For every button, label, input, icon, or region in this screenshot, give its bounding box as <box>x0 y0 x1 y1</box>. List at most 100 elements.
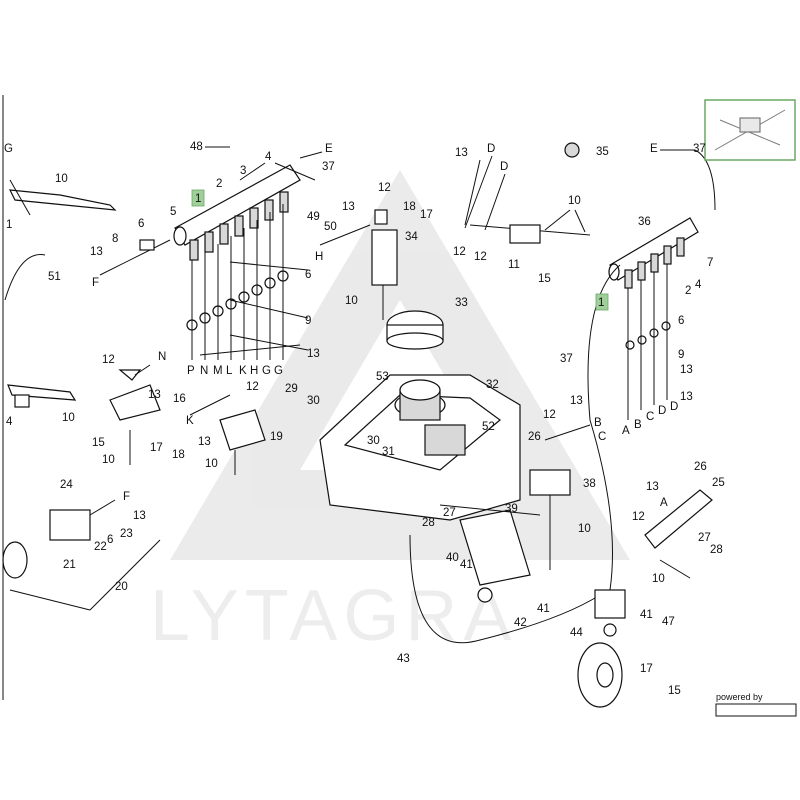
callout[interactable]: 37 <box>693 143 706 155</box>
callout[interactable]: 30 <box>307 395 320 407</box>
callout[interactable]: 33 <box>455 297 468 309</box>
callout[interactable]: 37 <box>322 161 335 173</box>
callout[interactable]: 40 <box>446 552 459 564</box>
callout[interactable]: C <box>598 431 606 443</box>
callout[interactable]: 1 <box>6 219 12 231</box>
callout[interactable]: 10 <box>345 295 358 307</box>
callout[interactable]: 2 <box>685 285 691 297</box>
callout[interactable]: D <box>658 405 666 417</box>
callout[interactable]: 11 <box>508 259 520 271</box>
callout[interactable]: 1 <box>195 193 201 205</box>
callout[interactable]: 22 <box>94 541 107 553</box>
callout[interactable]: 8 <box>112 233 118 245</box>
callout[interactable]: 17 <box>150 442 163 454</box>
callout[interactable]: M <box>213 365 223 377</box>
callout[interactable]: 12 <box>102 354 115 366</box>
callout[interactable]: 23 <box>120 528 133 540</box>
callout[interactable]: 10 <box>568 195 581 207</box>
callout[interactable]: 24 <box>60 479 73 491</box>
callout[interactable]: 41 <box>537 603 550 615</box>
callout[interactable]: 18 <box>172 449 185 461</box>
callout[interactable]: 10 <box>205 458 218 470</box>
callout[interactable]: 35 <box>596 146 609 158</box>
callout[interactable]: 16 <box>173 393 186 405</box>
callout[interactable]: N <box>200 365 208 377</box>
callout[interactable]: 18 <box>403 201 416 213</box>
callout[interactable]: 6 <box>305 269 311 281</box>
callout[interactable]: 10 <box>55 173 68 185</box>
callout[interactable]: 13 <box>307 348 320 360</box>
callout[interactable]: 12 <box>632 511 645 523</box>
callout[interactable]: 29 <box>285 383 298 395</box>
callout[interactable]: 13 <box>646 481 659 493</box>
callout[interactable]: L <box>226 365 233 377</box>
callout[interactable]: G <box>262 365 271 377</box>
callout[interactable]: 13 <box>133 510 146 522</box>
callout[interactable]: 12 <box>378 182 391 194</box>
callout[interactable]: 19 <box>270 431 283 443</box>
callout[interactable]: 32 <box>486 379 499 391</box>
callout[interactable]: 49 <box>307 211 320 223</box>
callout[interactable]: 47 <box>662 616 675 628</box>
callout[interactable]: 43 <box>397 653 410 665</box>
callout[interactable]: A <box>660 497 668 509</box>
callout[interactable]: 41 <box>640 609 653 621</box>
callout[interactable]: C <box>646 411 654 423</box>
callout[interactable]: F <box>92 277 99 289</box>
callout[interactable]: 26 <box>694 461 707 473</box>
callout[interactable]: 50 <box>324 221 337 233</box>
callout[interactable]: H <box>250 365 258 377</box>
callout[interactable]: 21 <box>63 559 76 571</box>
callout[interactable]: 15 <box>668 685 681 697</box>
callout[interactable]: 13 <box>455 147 468 159</box>
callout[interactable]: D <box>487 143 495 155</box>
callout[interactable]: 12 <box>453 246 466 258</box>
callout[interactable]: 37 <box>560 353 573 365</box>
callout[interactable]: 10 <box>102 454 115 466</box>
callout[interactable]: 4 <box>695 279 702 291</box>
callout[interactable]: 39 <box>505 503 518 515</box>
callout[interactable]: 15 <box>92 437 105 449</box>
callout[interactable]: 5 <box>170 206 176 218</box>
callout[interactable]: 28 <box>422 517 435 529</box>
callout[interactable]: 48 <box>190 141 203 153</box>
callout[interactable]: 30 <box>367 435 380 447</box>
callout[interactable]: F <box>123 491 130 503</box>
callout[interactable]: A <box>622 425 630 437</box>
callout[interactable]: D <box>500 161 508 173</box>
callout[interactable]: 26 <box>528 431 541 443</box>
callout[interactable]: 31 <box>382 446 395 458</box>
powered-by-logo[interactable] <box>715 703 797 717</box>
callout[interactable]: 28 <box>710 544 723 556</box>
callout[interactable]: G <box>4 143 13 155</box>
callout[interactable]: 10 <box>578 523 591 535</box>
callout[interactable]: 1 <box>598 297 604 309</box>
callout[interactable]: P <box>187 365 195 377</box>
callout[interactable]: 10 <box>62 412 75 424</box>
callout[interactable]: K <box>239 365 247 377</box>
callout[interactable]: B <box>634 419 642 431</box>
callout[interactable]: 13 <box>680 391 693 403</box>
callout[interactable]: E <box>650 143 658 155</box>
callout[interactable]: 25 <box>712 477 725 489</box>
callout[interactable]: 3 <box>240 165 246 177</box>
callout[interactable]: 42 <box>514 617 527 629</box>
callout[interactable]: 13 <box>680 364 693 376</box>
callout[interactable]: 27 <box>698 532 711 544</box>
callout[interactable]: 13 <box>90 246 103 258</box>
callout[interactable]: 7 <box>707 257 713 269</box>
callout[interactable]: D <box>670 401 678 413</box>
callout[interactable]: K <box>186 415 194 427</box>
callout[interactable]: E <box>325 143 333 155</box>
callout[interactable]: H <box>315 251 323 263</box>
callout[interactable]: 36 <box>638 216 651 228</box>
callout[interactable]: 12 <box>543 409 556 421</box>
callout[interactable]: B <box>594 417 602 429</box>
callout[interactable]: 6 <box>678 315 684 327</box>
callout[interactable]: 6 <box>138 218 144 230</box>
callout[interactable]: 20 <box>115 581 128 593</box>
callout[interactable]: 52 <box>482 421 495 433</box>
callout[interactable]: 6 <box>107 534 113 546</box>
callout[interactable]: 12 <box>246 381 259 393</box>
callout[interactable]: 27 <box>443 507 456 519</box>
